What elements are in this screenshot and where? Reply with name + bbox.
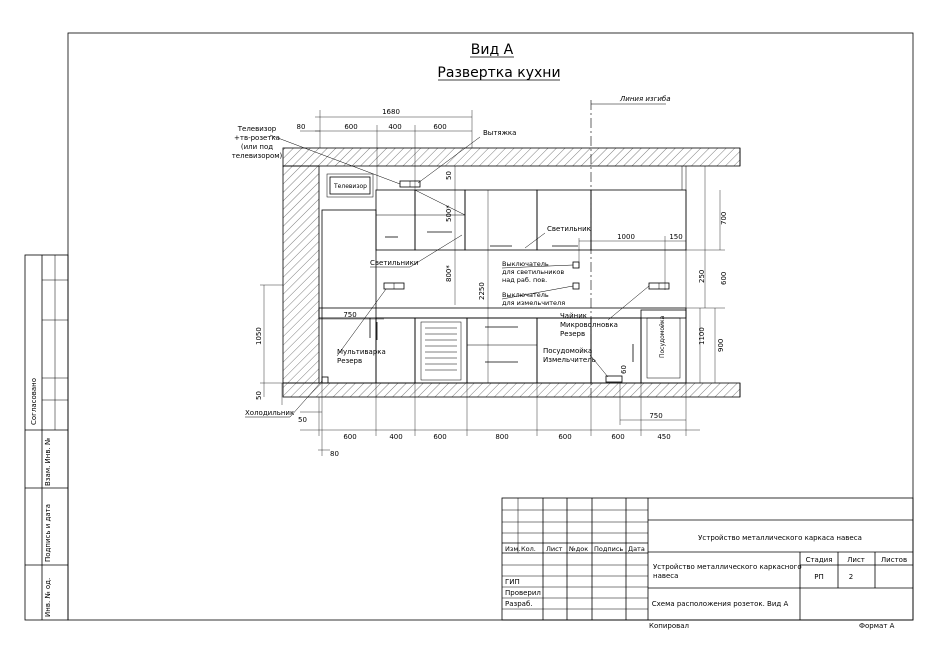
callout-switch1-3: над раб. пов. <box>502 276 547 284</box>
tb-header-list: Лист <box>546 545 563 553</box>
tb-role-checked: Проверил <box>505 589 541 597</box>
dim-v-600: 600 <box>720 272 728 285</box>
dim-bottom-offset: 80 <box>330 450 339 458</box>
dim-bottom-seg-4: 800 <box>495 433 508 441</box>
tb-sheet-value: 2 <box>849 573 853 581</box>
callout-lamp: Светильник <box>547 225 591 233</box>
tb-sheets-label: Листов <box>881 556 907 564</box>
sockets <box>321 180 670 384</box>
dim-v-1050: 1050 <box>255 327 263 345</box>
callout-switch2-2: для измельчителя <box>502 299 565 307</box>
dim-v-1100: 1100 <box>698 327 706 345</box>
callout-tv-4: телевизором) <box>232 152 283 160</box>
stamp-inv-zam: Взам. Инв. № <box>44 438 52 486</box>
ceiling-wall <box>282 147 741 167</box>
dim-h-750: 750 <box>343 311 356 319</box>
dim-top-seg-1: 600 <box>344 123 357 131</box>
view-title-line1: Вид А <box>471 42 514 58</box>
stamp-inv-orig: Инв. № од. <box>44 578 52 617</box>
tb-sheet-title: Схема расположения розеток. Вид А <box>652 600 789 608</box>
dim-bottom-left-gap: 50 <box>298 416 307 424</box>
dim-v-500: 500* <box>445 205 453 222</box>
footer: Копировал Формат А <box>649 622 895 630</box>
dim-v-2250: 2250 <box>478 282 486 300</box>
callout-multicooker-1: Мультиварка <box>337 348 386 356</box>
callout-switch1-2: для светильников <box>502 268 564 276</box>
dim-top-seg-3: 600 <box>433 123 446 131</box>
tb-object-1: Устройство металлического каркасного <box>653 563 802 571</box>
footer-format: Формат А <box>859 622 895 630</box>
tb-stage-label: Стадия <box>806 556 833 564</box>
tb-object-2: навеса <box>653 572 678 580</box>
tv-box-label: Телевизор <box>333 183 367 190</box>
tb-role-gip: ГИП <box>505 578 520 586</box>
callout-dishwasher-1: Посудомойка <box>543 347 592 355</box>
stamp-agreed: Согласовано <box>30 378 38 425</box>
callout-kettle-2: Микроволновка <box>560 321 618 329</box>
cabinets <box>318 166 687 384</box>
tb-header-izm: Изм. <box>505 545 520 553</box>
walls <box>282 147 741 398</box>
tb-header-podpis: Подпись <box>594 545 623 553</box>
dim-bottom-seg-3: 600 <box>433 433 446 441</box>
callout-kettle-1: Чайник <box>560 312 587 320</box>
dim-bottom-seg-6: 600 <box>611 433 624 441</box>
dim-h-150: 150 <box>669 233 682 241</box>
dim-v-900: 900 <box>717 339 725 352</box>
callout-dishwasher-2: Измельчитель <box>543 356 596 364</box>
view-title-line2: Развертка кухни <box>437 65 560 81</box>
tv-box <box>329 176 371 195</box>
tb-header-ndok: №док <box>568 545 588 553</box>
dim-v-50: 50 <box>445 171 453 180</box>
tb-stage-value: РП <box>814 573 824 581</box>
tb-header-kol: Кол. <box>521 545 536 553</box>
dim-top-seg-2: 400 <box>388 123 401 131</box>
dim-v-250: 250 <box>698 270 706 283</box>
callout-switch1-1: Выключатель <box>502 260 549 268</box>
callout-tv-1: Телевизор <box>237 125 277 133</box>
dim-bottom-seg-1: 600 <box>343 433 356 441</box>
fridge-unit <box>321 209 377 384</box>
callout-tv-3: (или под <box>241 143 273 151</box>
side-stamp: Согласовано Взам. Инв. № Подпись и дата … <box>24 254 69 621</box>
floor <box>282 382 741 398</box>
dim-top-left-gap: 80 <box>297 123 306 131</box>
dim-bottom-right-gap: 750 <box>649 412 662 420</box>
tb-header-data: Дата <box>628 545 645 553</box>
callout-fridge: Холодильник <box>245 409 294 417</box>
dim-top-total: 1680 <box>382 108 400 116</box>
dim-h-1000: 1000 <box>617 233 635 241</box>
dim-v-700: 700 <box>720 212 728 225</box>
title-block: Изм. Кол. Лист №док Подпись Дата ГИП Про… <box>501 497 914 621</box>
callout-switch2-1: Выключатель <box>502 291 549 299</box>
dimension-lines <box>260 110 725 456</box>
stamp-sign-date: Подпись и дата <box>44 504 52 562</box>
dim-v-60: 60 <box>620 365 628 374</box>
bend-line-label: Линия изгиба <box>619 95 670 103</box>
dim-v-50b: 50 <box>255 391 263 400</box>
callouts: Телевизор +тв-розетка (или под телевизор… <box>232 125 666 418</box>
dim-bottom-seg-2: 400 <box>389 433 402 441</box>
view-title: Вид А Развертка кухни <box>437 42 560 81</box>
oven-grille <box>425 327 457 371</box>
dishwasher-unit-label: Посудомойка <box>659 315 666 358</box>
tb-role-developer: Разраб. <box>505 600 533 608</box>
footer-copied: Копировал <box>649 622 689 630</box>
dim-v-800: 800* <box>445 265 453 282</box>
callout-lamps: Светильники <box>370 259 418 267</box>
callout-multicooker-2: Резерв <box>337 357 362 365</box>
callout-hood: Вытяжка <box>483 129 516 137</box>
callout-kettle-3: Резерв <box>560 330 585 338</box>
dim-bottom-seg-5: 600 <box>558 433 571 441</box>
drawing-frame <box>67 32 914 621</box>
dimension-labels: 1680 80 600 400 600 600 400 600 800 600 … <box>255 108 728 458</box>
tb-project: Устройство металлического каркаса навеса <box>698 534 862 542</box>
callout-tv-2: +тв-розетка <box>234 134 280 142</box>
left-wall <box>282 165 320 384</box>
tb-sheet-label: Лист <box>847 556 865 564</box>
dim-bottom-seg-7: 450 <box>657 433 670 441</box>
